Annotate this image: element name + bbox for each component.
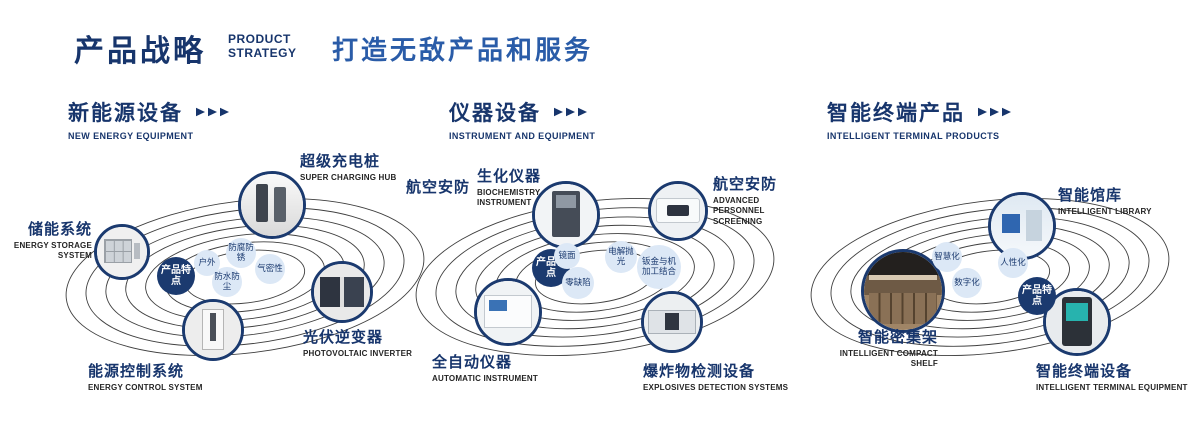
product-photo-super-charging-hub <box>238 171 306 239</box>
section-subtitle: INSTRUMENT AND EQUIPMENT <box>449 131 596 141</box>
feature-bubble: 智慧化 <box>932 242 962 272</box>
product-label-intelligent-compact-shelf: 智能密集架 INTELLIGENT COMPACT SHELF <box>839 329 938 369</box>
feature-bubble: 防水防尘 <box>212 267 242 297</box>
section-title: 仪器设备 <box>449 102 541 125</box>
product-photo-explosives-detection <box>641 291 703 353</box>
feature-bubble: 气密性 <box>255 254 285 284</box>
product-label-automatic-instrument: 全自动仪器 AUTOMATIC INSTRUMENT <box>432 354 538 383</box>
product-features-badge: 产品特点 <box>1018 277 1056 315</box>
product-label-super-charging-hub: 超级充电桩 SUPER CHARGING HUB <box>300 153 397 182</box>
page-title-en: PRODUCT STRATEGY <box>228 32 297 61</box>
section-subtitle: NEW ENERGY EQUIPMENT <box>68 131 194 141</box>
product-photo-automatic-instrument <box>474 278 542 346</box>
product-features-badge: 产品特点 <box>157 257 195 295</box>
section-subtitle: INTELLIGENT TERMINAL PRODUCTS <box>827 131 1000 141</box>
feature-bubble: 钣金与机加工结合 <box>637 245 681 289</box>
product-photo-intelligent-library <box>988 192 1056 260</box>
feature-bubble: 电解抛光 <box>605 241 637 273</box>
page-title: 产品战略 <box>74 35 206 68</box>
product-photo-personnel-screening <box>648 181 708 241</box>
tagline: 打造无敌产品和服务 <box>332 35 594 65</box>
product-photo-energy-control-system <box>182 299 244 361</box>
triple-chevron-icon <box>193 107 229 117</box>
product-label-intelligent-terminal-equipment: 智能终端设备 INTELLIGENT TERMINAL EQUIPMENT <box>1036 363 1188 392</box>
page-title-en-line1: PRODUCT <box>228 32 291 46</box>
product-photo-photovoltaic-inverter <box>311 261 373 323</box>
product-photo-energy-storage-system <box>94 224 150 280</box>
product-label-energy-storage-system: 储能系统 ENERGY STORAGE SYSTEM <box>13 221 92 261</box>
product-photo-intelligent-terminal-equipment <box>1043 288 1111 356</box>
page-title-en-line2: STRATEGY <box>228 45 297 60</box>
section-header-new-energy: 新能源设备 NEW ENERGY EQUIPMENT <box>68 97 229 141</box>
product-label-intelligent-library: 智能馆库 INTELLIGENT LIBRARY <box>1058 187 1152 216</box>
product-label-biochemistry-instrument: 生化仪器 BIOCHEMISTRY INSTRUMENT <box>477 168 542 208</box>
product-photo-biochemistry-instrument <box>532 181 600 249</box>
feature-bubble: 数字化 <box>952 268 982 298</box>
product-label-photovoltaic-inverter: 光伏逆变器 PHOTOVOLTAIC INVERTER <box>303 329 413 358</box>
product-label-explosives-detection: 爆炸物检测设备 EXPLOSIVES DETECTION SYSTEMS <box>643 363 789 392</box>
feature-bubble: 防腐防锈 <box>226 238 256 268</box>
section-header-intelligent-terminal: 智能终端产品 INTELLIGENT TERMINAL PRODUCTS <box>827 97 1011 141</box>
triple-chevron-icon <box>975 107 1011 117</box>
feature-bubble: 镜面 <box>554 243 580 269</box>
product-label-energy-control-system: 能源控制系统 ENERGY CONTROL SYSTEM <box>88 363 203 392</box>
feature-bubble: 人性化 <box>998 248 1028 278</box>
triple-chevron-icon <box>551 107 587 117</box>
product-label-aviation-security-left: 航空安防 <box>406 179 471 196</box>
product-photo-intelligent-compact-shelf <box>861 249 945 333</box>
section-title: 智能终端产品 <box>827 102 965 125</box>
section-header-instruments: 仪器设备 INSTRUMENT AND EQUIPMENT <box>449 97 595 141</box>
section-title: 新能源设备 <box>68 102 183 125</box>
product-label-aviation-security: 航空安防 ADVANCED PERSONNEL SCREENING <box>713 176 778 226</box>
feature-bubble: 零缺陷 <box>562 267 594 299</box>
